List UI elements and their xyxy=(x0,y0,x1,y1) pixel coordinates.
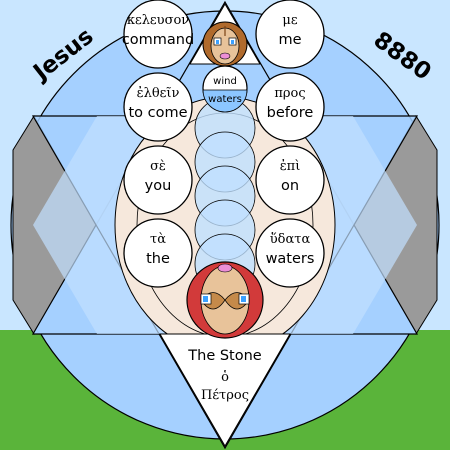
wind-label: wind xyxy=(213,76,237,87)
english-word-4: before xyxy=(267,105,314,121)
english-word-5: you xyxy=(145,178,172,194)
stone-article: ὁ xyxy=(221,370,229,385)
stone-english: The Stone xyxy=(187,348,262,364)
greek-word-8: ὕδατα xyxy=(270,232,311,247)
greek-word-4: προς xyxy=(274,86,305,101)
english-word-1: command xyxy=(122,32,194,48)
word-circle-waters xyxy=(255,218,325,288)
word-circle-me xyxy=(255,0,325,69)
english-word-7: the xyxy=(146,251,170,267)
greek-word-7: τὰ xyxy=(150,232,166,247)
greek-word-6: ἐπὶ xyxy=(280,159,301,174)
word-circle-on xyxy=(255,145,325,215)
greek-word-5: σὲ xyxy=(150,159,166,174)
word-circle-to-come xyxy=(123,72,193,142)
greek-word-3: ἐλθεῖν xyxy=(137,86,180,101)
word-circles xyxy=(123,0,325,288)
english-word-8: waters xyxy=(266,251,315,267)
waters-bubble-label: waters xyxy=(208,94,242,105)
jesus-face xyxy=(202,21,248,67)
peter-face xyxy=(186,261,264,339)
english-word-6: on xyxy=(281,178,299,194)
word-circle-before xyxy=(255,72,325,142)
stone-greek: Πέτρος xyxy=(201,388,249,403)
word-circle-command xyxy=(123,0,193,69)
word-circle-the xyxy=(123,218,193,288)
greek-word-1: κελευσον xyxy=(127,13,189,28)
greek-word-2: με xyxy=(282,13,297,28)
word-circle-you xyxy=(123,145,193,215)
wind-waters-bubble: wind waters xyxy=(202,65,248,113)
english-word-2: me xyxy=(278,32,301,48)
english-word-3: to come xyxy=(128,105,187,121)
